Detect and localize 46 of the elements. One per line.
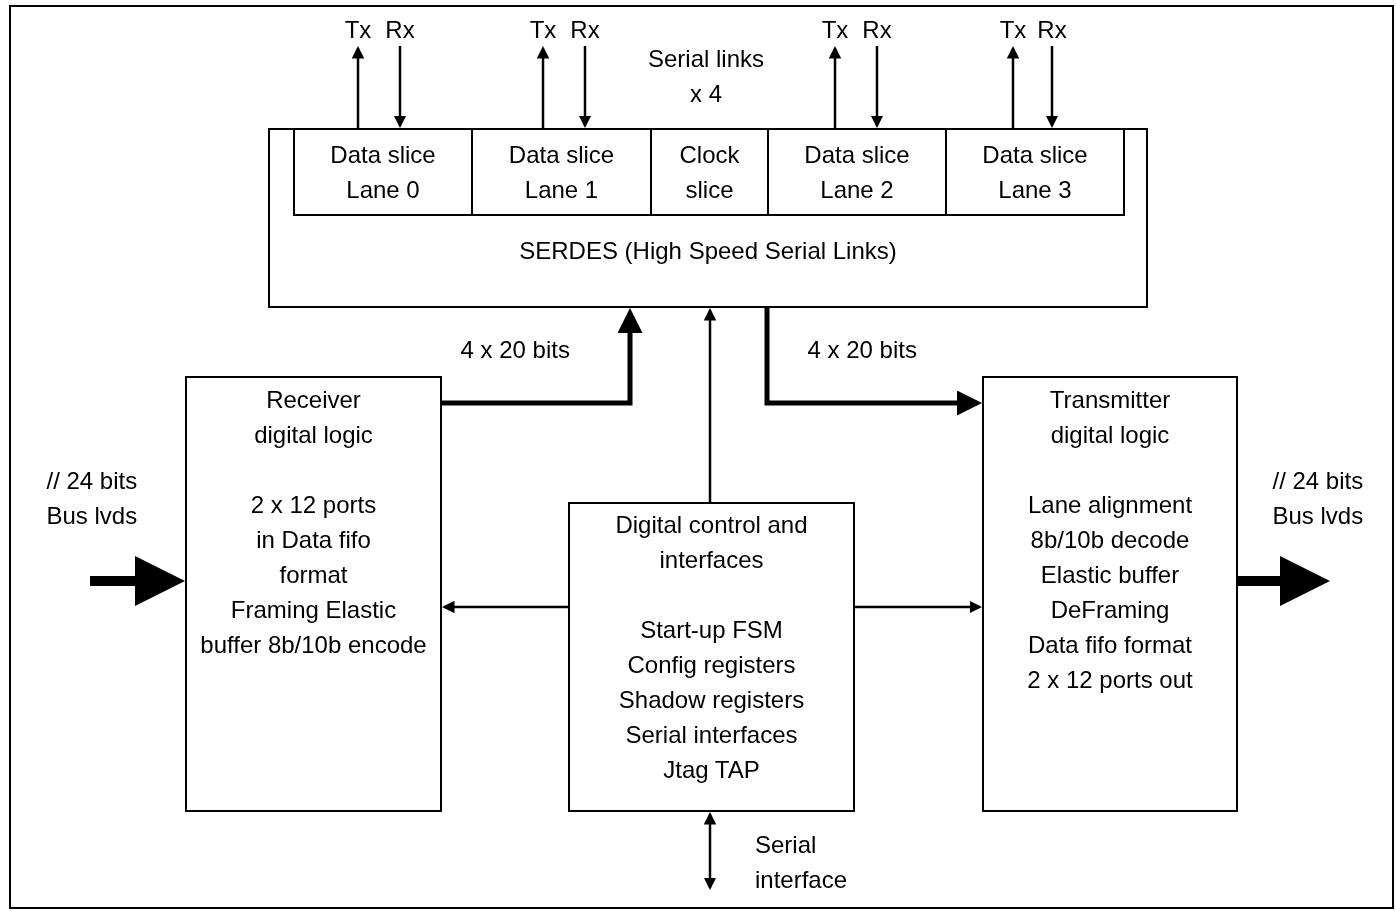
arrow — [442, 308, 643, 406]
pin-label: Rx — [385, 14, 415, 45]
arrow — [764, 308, 982, 416]
block-description: 2 x 12 ports in Data fifo format Framing Elastic buffer 8b/10b encode — [199, 490, 428, 660]
pin-label: Tx — [821, 14, 849, 45]
block-label: Data slice Lane 3 — [982, 140, 1088, 205]
pin-label: Tx — [344, 14, 372, 45]
block-label: Clock slice — [679, 140, 740, 205]
block-title: Transmitter digital logic — [1048, 385, 1172, 450]
arrow — [855, 600, 982, 614]
signal-label: // 24 bits Bus lvds — [1272, 466, 1364, 531]
signal-label: // 24 bits Bus lvds — [46, 466, 138, 531]
arrow — [90, 556, 185, 606]
arrow — [578, 46, 592, 128]
block-description: Start-up FSM Config registers Shadow registers Serial interfaces Jtag TAP — [617, 615, 806, 785]
arrow — [703, 812, 717, 890]
block-box — [185, 376, 442, 812]
arrow — [536, 46, 550, 128]
signal-label: Serial interface — [755, 830, 848, 895]
arrow — [1006, 46, 1020, 128]
block-label: Data slice Lane 0 — [330, 140, 436, 205]
arrow — [393, 46, 407, 128]
block-label: Data slice Lane 2 — [804, 140, 910, 205]
arrow — [1238, 556, 1330, 606]
block-box — [982, 376, 1238, 812]
arrow — [1045, 46, 1059, 128]
block-title: Digital control and interfaces — [614, 510, 809, 575]
arrow — [870, 46, 884, 128]
block-box — [568, 502, 855, 812]
pin-label: Rx — [862, 14, 892, 45]
slice-box — [945, 128, 1125, 216]
pin-label: Rx — [1037, 14, 1067, 45]
arrow — [828, 46, 842, 128]
signal-label: Serial links x 4 — [648, 44, 765, 109]
block-title: Receiver digital logic — [253, 385, 374, 450]
block-label: Data slice Lane 1 — [508, 140, 615, 205]
pin-label: Tx — [999, 14, 1027, 45]
pin-label: Tx — [529, 14, 557, 45]
arrow — [442, 600, 568, 614]
arrow — [351, 46, 365, 128]
block-box — [268, 128, 1148, 308]
slice-box — [293, 128, 473, 216]
pin-label: Rx — [570, 14, 600, 45]
block-label: SERDES (High Speed Serial Links) — [518, 236, 898, 266]
arrow — [703, 308, 717, 502]
block-description: Lane alignment 8b/10b decode Elastic buffer DeFraming Data fifo format 2 x 12 ports out — [1026, 490, 1194, 695]
